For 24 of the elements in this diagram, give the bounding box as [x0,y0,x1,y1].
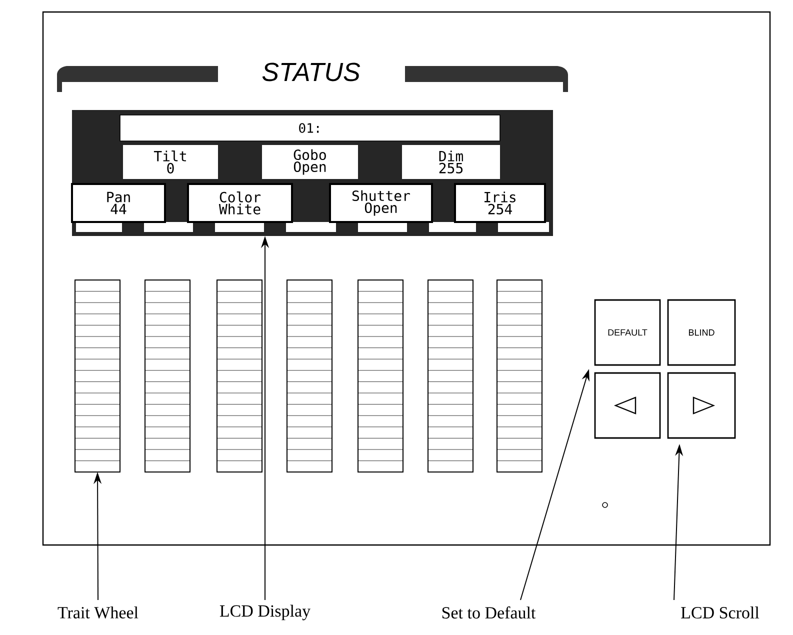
callout-label: LCD Scroll [681,606,760,618]
trait-wheel [496,280,542,472]
lcd-cell: Color White [187,183,293,223]
lcd-cell: Dim 255 [402,145,500,179]
arrow-button [667,372,736,439]
trait-wheel [74,280,120,472]
lcd-cell: Shutter Open [329,183,433,223]
lcd-cell: Tilt 0 [123,145,218,179]
lcd-cell: Gobo Open [262,145,358,179]
callout-label: Set to Default [442,606,536,619]
trait-wheel [358,280,404,472]
button: DEFAULT [594,299,661,366]
arrow-button [594,372,661,439]
trait-wheel [286,280,332,472]
lcd-header: 01: [120,114,500,142]
lcd-cell: Iris 254 [454,183,546,223]
trait-wheel [144,280,190,472]
trait-wheel [216,280,262,472]
callout-label: Trait Wheel [58,606,138,619]
lcd-cell: Pan 44 [71,183,166,223]
trait-wheel [428,280,474,472]
button: BLIND [667,299,736,366]
title: STATUS [262,62,360,82]
callout-label: LCD Display [220,604,310,620]
